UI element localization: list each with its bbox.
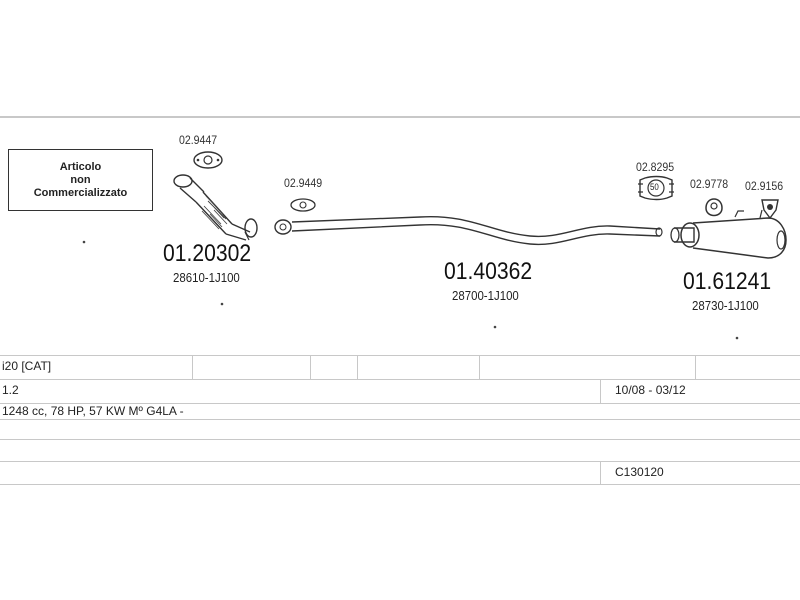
note-line-1: Articolo xyxy=(59,160,102,173)
table-row-empty xyxy=(0,439,800,461)
middle-pipe-ref: 28700-1J100 xyxy=(452,288,519,303)
gasket-9447-drawing xyxy=(193,151,223,169)
gasket-9449-drawing xyxy=(290,198,316,212)
not-commercialized-note: Articolo non Commercializzato xyxy=(8,149,153,211)
clamp-size-label: 50 xyxy=(650,182,659,192)
table-row-catalog: C130120 xyxy=(0,461,800,485)
rear-muffler-drawing xyxy=(670,209,787,259)
front-pipe-drawing xyxy=(173,174,258,241)
dot-marker xyxy=(82,240,86,244)
table-row-empty xyxy=(0,419,800,439)
gasket-9447-label: 02.9447 xyxy=(179,133,218,147)
engine-size-cell: 1.2 xyxy=(2,383,19,397)
hanger-9778-drawing xyxy=(705,198,723,217)
rear-muffler-code: 01.61241 xyxy=(683,268,772,295)
note-line-3: Commercializzato xyxy=(33,186,128,199)
hanger-9156-drawing xyxy=(761,199,779,220)
engine-details-cell: 1248 cc, 78 HP, 57 KW Mº G4LA - xyxy=(2,404,184,418)
top-border xyxy=(0,116,800,118)
front-pipe-code: 01.20302 xyxy=(163,240,252,267)
model-cell: i20 [CAT] xyxy=(2,359,52,373)
hanger-9156-label: 02.9156 xyxy=(745,179,784,193)
period-cell: 10/08 - 03/12 xyxy=(615,383,686,397)
gasket-9449-label: 02.9449 xyxy=(284,176,323,190)
table-row-engine-details: 1248 cc, 78 HP, 57 KW Mº G4LA - xyxy=(0,403,800,419)
dot-marker xyxy=(735,336,739,340)
dot-marker xyxy=(220,302,224,306)
middle-pipe-code: 01.40362 xyxy=(444,258,533,285)
dot-marker xyxy=(493,325,497,329)
table-row-model: i20 [CAT] xyxy=(0,355,800,379)
clamp-8295-label: 02.8295 xyxy=(636,160,675,174)
catalog-code-cell: C130120 xyxy=(615,465,664,479)
note-line-2: non xyxy=(70,173,91,186)
rear-muffler-ref: 28730-1J100 xyxy=(692,298,759,313)
table-row-engine-size: 1.2 10/08 - 03/12 xyxy=(0,379,800,403)
clamp-8295-drawing xyxy=(638,175,674,201)
front-pipe-ref: 28610-1J100 xyxy=(173,270,240,285)
hanger-9778-label: 02.9778 xyxy=(690,177,729,191)
middle-pipe-drawing xyxy=(274,215,663,246)
